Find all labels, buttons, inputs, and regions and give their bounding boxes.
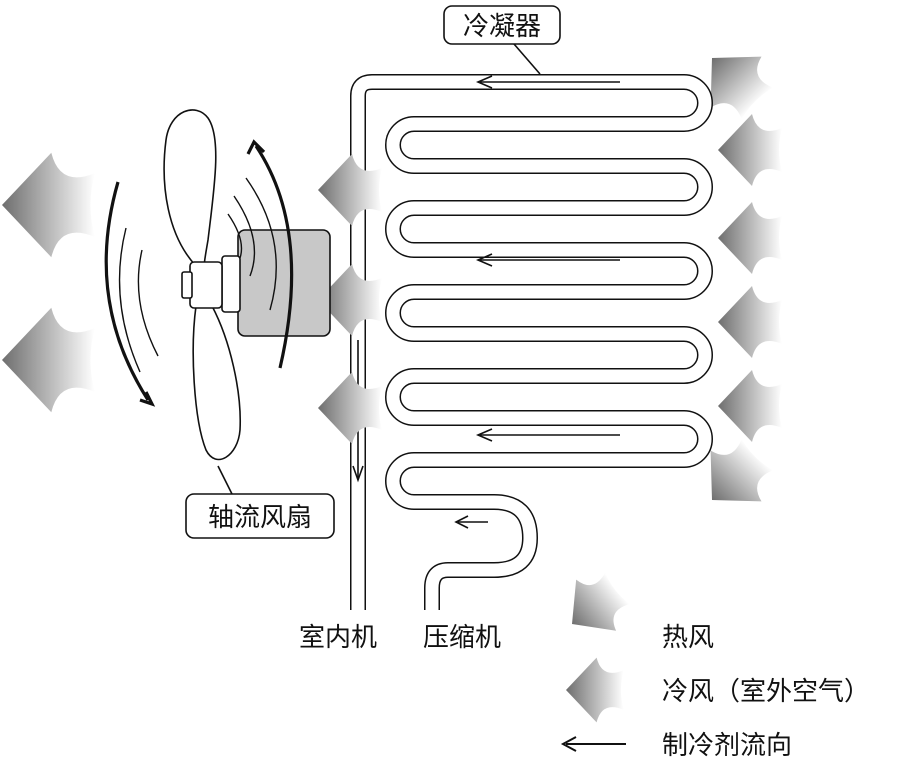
condenser-callout: 冷凝器	[443, 5, 561, 75]
flow-arrow-2	[475, 253, 620, 267]
flow-arrow-4	[454, 515, 488, 529]
hot-air-arrows-out	[2, 152, 95, 413]
legend-cold-air: 冷风（室外空气）	[566, 657, 870, 723]
fan-hub-cap	[181, 271, 193, 299]
cold-air-arrow-3	[718, 286, 782, 358]
condenser-label: 冷凝器	[463, 12, 541, 42]
legend-cold-air-label: 冷风（室外空气）	[662, 677, 870, 707]
fan-hub	[189, 261, 223, 309]
hot-air-arrow-out-2	[2, 307, 95, 413]
legend: 热风 冷风（室外空气） 制冷剂流向	[552, 563, 870, 761]
rotation-swirls	[104, 139, 294, 407]
flow-arrow-3	[475, 428, 620, 442]
compressor-label: 压缩机	[423, 623, 501, 653]
hot-air-arrow-coil-1	[318, 154, 382, 226]
axial-fan	[163, 109, 242, 461]
legend-refrigerant-flow: 制冷剂流向	[560, 731, 792, 761]
legend-cold-air-icon	[566, 657, 624, 723]
fan-label: 轴流风扇	[208, 503, 312, 533]
fan-blade-top	[163, 109, 217, 270]
legend-hot-air-icon	[552, 563, 638, 650]
cold-air-arrow-1	[718, 114, 782, 186]
legend-refrigerant-flow-label: 制冷剂流向	[662, 731, 792, 761]
fan-motor	[221, 229, 331, 337]
flow-arrow-1	[475, 75, 620, 89]
hot-air-arrow-coil-3	[318, 372, 382, 444]
fan-blade-bottom	[192, 305, 242, 461]
hot-air-arrow-out-1	[2, 152, 95, 258]
cold-air-arrow-4	[718, 370, 782, 442]
legend-hot-air-label: 热风	[662, 623, 714, 653]
indoor-unit-label: 室内机	[299, 623, 377, 653]
cold-air-arrow-2	[718, 202, 782, 274]
legend-hot-air: 热风	[552, 563, 714, 653]
legend-arrow-icon	[560, 736, 577, 752]
fan-callout: 轴流风扇	[185, 465, 335, 539]
condenser-coil	[350, 74, 713, 612]
